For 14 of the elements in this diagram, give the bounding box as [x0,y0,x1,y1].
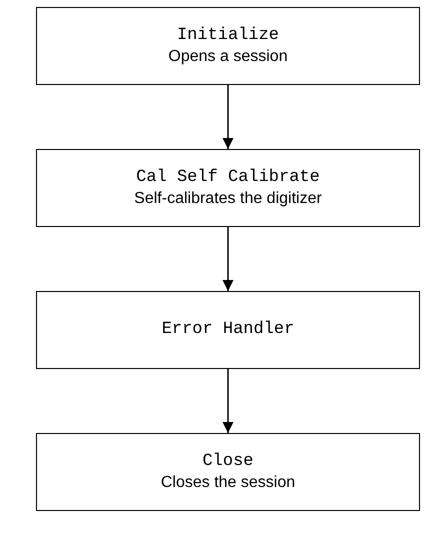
step-description: Self-calibrates the digitizer [134,188,322,209]
arrow [222,369,234,433]
arrow [222,227,234,291]
process-box [36,149,420,227]
step-title: Initialize [176,24,280,47]
process-box [36,7,420,85]
step-title: Cal Self Calibrate [136,166,320,189]
process-box [36,433,420,511]
step-title: Close [202,450,254,473]
process-box [36,291,420,369]
arrow [222,85,234,149]
step-title: Error Handler [162,318,294,341]
step-description: Closes the session [160,472,296,493]
step-description: Opens a session [168,46,288,67]
